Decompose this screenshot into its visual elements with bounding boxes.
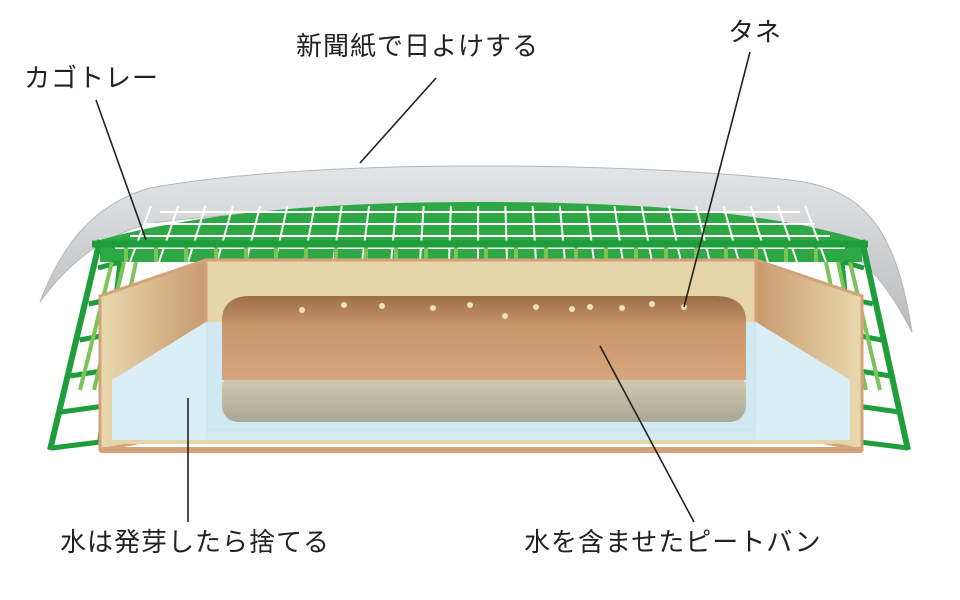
- water-label: 水は発芽したら捨てる: [60, 528, 331, 558]
- seed-dot: [341, 302, 347, 308]
- seed-dot: [619, 305, 625, 311]
- seed-dot: [467, 302, 473, 308]
- seed-dot: [587, 304, 593, 310]
- seed-dot: [430, 305, 436, 311]
- leader-tray: [95, 99, 147, 241]
- basket-tray: [47, 202, 911, 451]
- seed-dots: [299, 301, 687, 319]
- seed-dot: [379, 303, 385, 309]
- leader-peat: [599, 345, 695, 523]
- seed-dot: [569, 306, 575, 312]
- seed-label: タネ: [728, 18, 783, 48]
- leader-seed: [683, 51, 751, 308]
- peat-pan: [222, 296, 746, 422]
- tray-label: カゴトレー: [24, 64, 160, 94]
- seed-dot: [502, 313, 508, 319]
- newspaper-label: 新聞紙で日よけする: [296, 32, 540, 62]
- seed-dot: [533, 304, 539, 310]
- seed-dot: [299, 307, 305, 313]
- seed-dot: [649, 301, 655, 307]
- leader-newspaper: [359, 77, 437, 164]
- peat-label: 水を含ませたピートバン: [524, 528, 822, 558]
